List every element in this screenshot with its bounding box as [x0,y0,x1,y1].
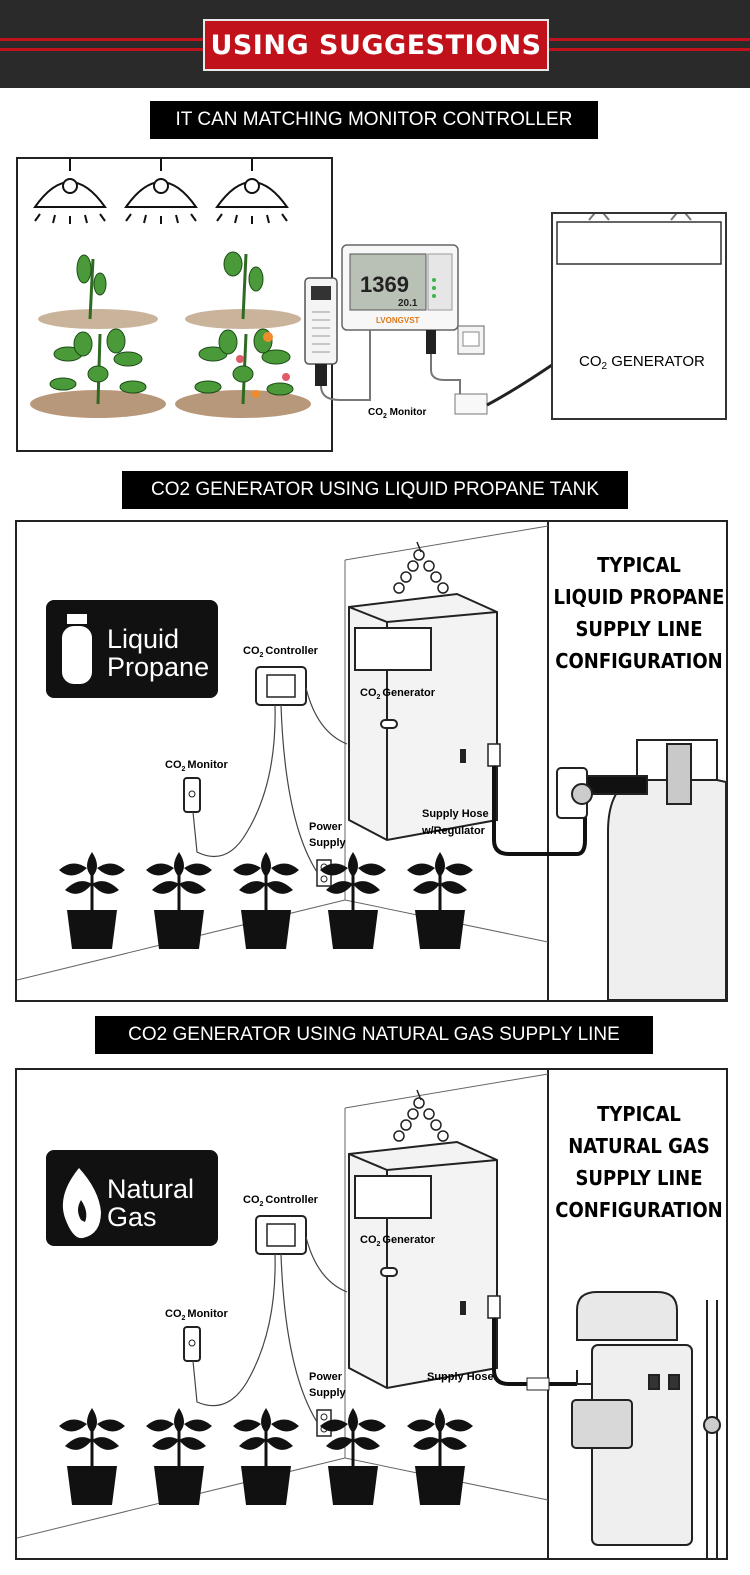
gas-meter-illustration [572,1292,720,1558]
co2-controller-icon [256,1216,306,1254]
typical-line-4: CONFIGURATION [555,649,722,673]
typical-line-3: SUPPLY LINE [575,617,702,641]
hanger-chain-icon [394,542,448,593]
typical-line-2: NATURAL GAS [568,1134,709,1158]
badge-line1: Liquid [107,624,179,654]
supply-hose-icon [488,1296,577,1390]
grow-room-panel [16,157,333,452]
potted-plant-icon [59,852,125,949]
brand-label: LVONGVST [376,316,420,325]
potted-plant-icon [320,852,386,949]
potted-plant-icon [407,852,473,949]
plant-icon [50,255,146,404]
page-title: USING SUGGESTIONS [210,30,541,61]
typical-line-1: TYPICAL [597,1102,681,1126]
badge-line2: Gas [107,1202,157,1232]
co2-generator-icon [349,594,497,840]
co2-generator-icon [349,1142,497,1388]
hose-label-1: Supply Hose [427,1371,494,1383]
potted-plant-icon [320,1408,386,1505]
section-label-propane: CO2 GENERATOR USING LIQUID PROPANE TANK [122,471,628,509]
typical-line-4: CONFIGURATION [555,1198,722,1222]
header-banner: USING SUGGESTIONS [0,0,750,88]
typical-line-3: SUPPLY LINE [575,1166,702,1190]
grow-lamp-icon [217,159,287,224]
badge-line2: Propane [107,652,209,682]
grow-room-illustration [18,159,331,450]
hose-label-2: w/Regulator [421,825,486,837]
soil-icon [38,309,158,329]
hose-label-1: Supply Hose [422,808,489,820]
section-label-monitor-controller: IT CAN MATCHING MONITOR CONTROLLER [150,101,598,139]
propane-badge: Liquid Propane [46,600,218,698]
co2-controller-icon [256,667,306,705]
badge-line1: Natural [107,1174,194,1204]
monitor-controller-illustration: 1369 20.1 LVONGVST CO2 Monitor [300,240,560,440]
potted-plant-icon [59,1408,125,1505]
hanger-chain-icon [394,1090,448,1141]
co2-generator-illustration: CO2 GENERATOR [553,214,725,418]
potted-plant-icon [233,1408,299,1505]
co2-monitor-icon [184,778,200,812]
propane-tank-illustration [557,740,726,1000]
natural-gas-badge: Natural Gas [46,1150,218,1246]
power-label-1: Power [309,1371,343,1383]
generator-label: CO2 GENERATOR [579,353,705,372]
co2-monitor-icon [184,1327,200,1361]
grow-lamp-icon [35,159,105,224]
monitor-caption: CO2 Monitor [368,407,426,420]
power-label-2: Supply [309,837,347,849]
display-reading: 1369 [360,272,409,297]
power-outlet-icon [455,326,487,414]
co2-generator-box: CO2 GENERATOR [551,212,727,420]
section-label-natural-gas: CO2 GENERATOR USING NATURAL GAS SUPPLY L… [95,1016,653,1054]
title-box: USING SUGGESTIONS [203,19,549,71]
potted-plant-icon [233,852,299,949]
potted-plant-icon [407,1408,473,1505]
power-label-2: Supply [309,1387,347,1399]
potted-plant-icon [146,1408,212,1505]
typical-line-1: TYPICAL [597,553,681,577]
co2-sensor-icon [305,278,337,386]
typical-line-2: LIQUID PROPANE [554,585,725,609]
grow-lamp-icon [126,159,196,224]
display-reading-small: 20.1 [398,298,418,309]
power-label-1: Power [309,821,343,833]
